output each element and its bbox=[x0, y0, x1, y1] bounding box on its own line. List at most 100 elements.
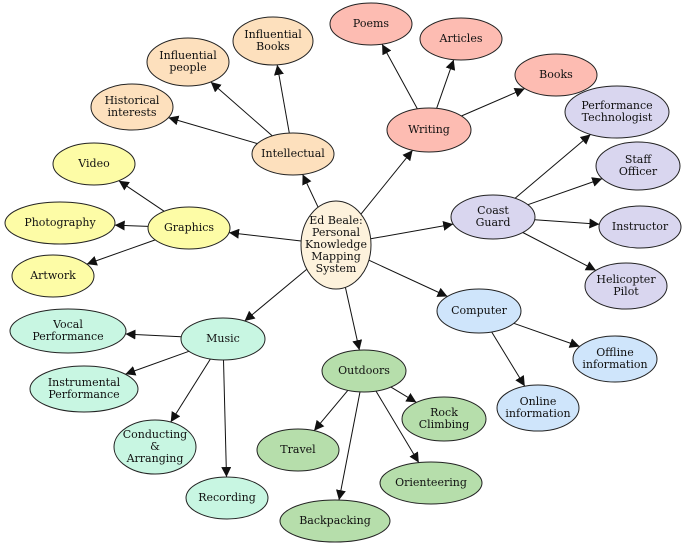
node-computer: Computer bbox=[436, 288, 522, 334]
node-instructor: Instructor bbox=[598, 205, 682, 249]
edge-coast-guard-to-instructor bbox=[534, 218, 600, 229]
node-video: Video bbox=[52, 142, 136, 186]
node-graphics: Graphics bbox=[147, 206, 231, 250]
node-articles-shape bbox=[419, 17, 503, 61]
node-recording: Recording bbox=[185, 476, 269, 520]
node-orienteering-label: Orienteering bbox=[395, 476, 467, 489]
node-conducting-arranging-shape bbox=[113, 419, 197, 475]
node-music-label: Music bbox=[206, 332, 240, 345]
node-computer-shape bbox=[436, 288, 522, 334]
node-root-shape bbox=[300, 200, 372, 290]
node-conducting-arranging: Conducting&Arranging bbox=[113, 419, 197, 475]
node-photography-label: Photography bbox=[24, 216, 96, 229]
node-influential-books-shape bbox=[232, 16, 314, 66]
edge-music-to-vocal-performance bbox=[125, 329, 182, 340]
node-writing-shape bbox=[386, 107, 472, 153]
edge-writing-to-poems bbox=[381, 43, 418, 110]
edge-outdoors-to-orienteering bbox=[375, 390, 420, 463]
node-articles: Articles bbox=[419, 17, 503, 61]
edge-root-to-computer bbox=[368, 259, 448, 297]
node-backpacking: Backpacking bbox=[279, 499, 391, 543]
node-travel-shape bbox=[256, 428, 340, 472]
node-instructor-shape bbox=[598, 205, 682, 249]
edge-outdoors-to-rock-climbing bbox=[390, 386, 417, 403]
edge-outdoors-to-travel bbox=[313, 390, 349, 432]
node-intellectual-shape bbox=[251, 132, 335, 176]
node-photography-shape bbox=[4, 201, 116, 245]
edge-intellectual-to-historical-interests bbox=[168, 115, 258, 145]
node-artwork-label: Artwork bbox=[29, 269, 76, 282]
node-instructor-label: Instructor bbox=[612, 220, 669, 233]
edge-outdoors-to-backpacking bbox=[335, 391, 361, 501]
node-historical-interests-shape bbox=[90, 83, 174, 131]
node-writing: Writing bbox=[386, 107, 472, 153]
edge-coast-guard-to-helicopter-pilot bbox=[522, 232, 597, 271]
edge-music-to-recording bbox=[221, 359, 232, 478]
node-performance-technologist-shape bbox=[564, 85, 670, 139]
edge-music-to-conducting-arranging bbox=[170, 358, 211, 423]
node-online-information-shape bbox=[496, 384, 580, 432]
node-graphics-shape bbox=[147, 206, 231, 250]
node-intellectual-label: Intellectual bbox=[261, 147, 325, 160]
node-music: Music bbox=[180, 317, 266, 361]
node-outdoors-shape bbox=[321, 349, 407, 393]
edge-computer-to-offline-information bbox=[513, 322, 580, 348]
node-books-shape bbox=[514, 53, 598, 97]
node-graphics-label: Graphics bbox=[164, 221, 214, 234]
node-photography: Photography bbox=[4, 201, 116, 245]
node-orienteering-shape bbox=[379, 461, 483, 505]
node-staff-officer-shape bbox=[595, 141, 681, 191]
node-conducting-arranging-label: Conducting&Arranging bbox=[123, 428, 187, 465]
edge-graphics-to-artwork bbox=[86, 239, 156, 266]
node-instrumental-performance-shape bbox=[29, 365, 139, 413]
node-books-label: Books bbox=[539, 68, 573, 81]
edge-coast-guard-to-performance-technologist bbox=[514, 134, 591, 199]
node-computer-label: Computer bbox=[451, 304, 508, 317]
node-artwork-shape bbox=[11, 254, 95, 298]
edge-root-to-intellectual bbox=[302, 174, 319, 208]
edge-root-to-graphics bbox=[228, 228, 302, 242]
edge-music-to-instrumental-performance bbox=[125, 350, 190, 376]
edge-computer-to-online-information bbox=[491, 331, 526, 387]
node-poems-shape bbox=[329, 2, 413, 46]
node-intellectual: Intellectual bbox=[251, 132, 335, 176]
edge-writing-to-books bbox=[461, 87, 525, 117]
edge-layer bbox=[86, 43, 603, 501]
node-backpacking-label: Backpacking bbox=[299, 514, 371, 527]
node-books: Books bbox=[514, 53, 598, 97]
node-helicopter-pilot-shape bbox=[584, 262, 668, 310]
edge-writing-to-articles bbox=[436, 59, 456, 109]
node-travel: Travel bbox=[256, 428, 340, 472]
node-writing-label: Writing bbox=[408, 123, 450, 136]
node-recording-shape bbox=[185, 476, 269, 520]
edge-coast-guard-to-staff-officer bbox=[527, 177, 603, 206]
node-rock-climbing-shape bbox=[401, 396, 487, 442]
node-artwork: Artwork bbox=[11, 254, 95, 298]
node-outdoors-label: Outdoors bbox=[338, 364, 390, 377]
node-orienteering: Orienteering bbox=[379, 461, 483, 505]
edge-root-to-writing bbox=[360, 149, 413, 215]
